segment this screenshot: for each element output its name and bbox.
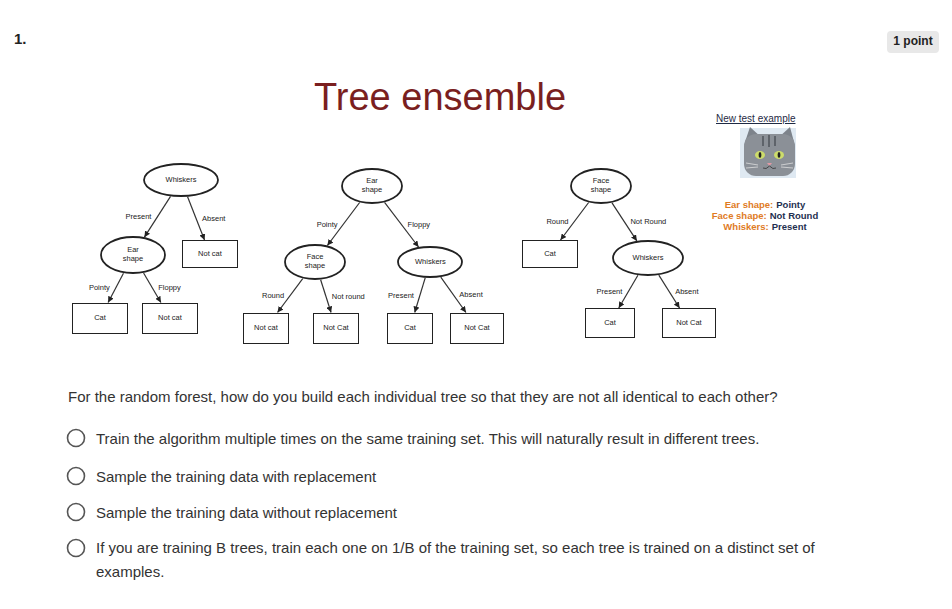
branch-label: Present xyxy=(387,291,415,300)
cat-head xyxy=(744,134,795,176)
leaf-box: Not Cat xyxy=(450,313,504,344)
branch-label: Absent xyxy=(458,290,483,299)
feature-line: Face shape:Not Round xyxy=(695,210,835,221)
leaf-box: Not cat xyxy=(142,303,198,334)
node-text: Face shape xyxy=(301,253,329,270)
branch-label: Pointy xyxy=(316,220,339,229)
branch-label: Round xyxy=(261,291,285,300)
branch-label: Present xyxy=(125,212,153,221)
leaf-box: Cat xyxy=(522,240,578,268)
node-text: Not cat xyxy=(254,324,278,333)
leaf-box: Cat xyxy=(585,308,635,338)
cat-eye xyxy=(774,151,784,159)
cat-whiskers xyxy=(746,163,793,168)
answer-option: Sample the training data without replace… xyxy=(96,501,818,525)
node-text: Cat xyxy=(544,250,556,259)
radio-button xyxy=(68,540,85,557)
feature-name: Whiskers: xyxy=(723,221,768,232)
branch-label: Present xyxy=(595,287,623,296)
example-heading: New test example xyxy=(716,113,795,124)
decision-ellipse: Face shape xyxy=(284,244,346,280)
feature-line: Whiskers: Present xyxy=(695,221,835,232)
node-text: Not cat xyxy=(158,314,182,323)
node-text: Whiskers xyxy=(415,258,445,267)
feature-value: Not Round xyxy=(770,210,819,221)
ellipse-shape xyxy=(571,169,631,203)
node-text: Not Cat xyxy=(323,324,348,333)
feature-line: Ear shape:Pointy xyxy=(695,199,835,210)
decision-ellipse: Whiskers xyxy=(612,240,684,276)
leaf-box: Not cat xyxy=(182,240,238,268)
cat-backdrop xyxy=(740,128,796,178)
ellipse-shape xyxy=(101,237,165,273)
feature-name: Ear shape: xyxy=(725,199,774,210)
node-text: Cat xyxy=(404,324,416,333)
ellipse-shape xyxy=(144,164,218,196)
leaf-box: Not Cat xyxy=(662,308,716,338)
branch-label: Absent xyxy=(201,214,226,223)
decision-ellipse: Whiskers xyxy=(143,163,219,197)
cat-eye xyxy=(755,151,765,159)
cat-picture xyxy=(740,127,796,178)
branch-label: Pointy xyxy=(88,283,111,292)
decision-ellipse: Face shape xyxy=(570,168,632,204)
radio-button xyxy=(68,430,85,447)
branch-arrow xyxy=(415,278,426,313)
branch-label: Floppy xyxy=(157,283,182,292)
feature-name: Face shape: xyxy=(712,210,767,221)
leaf-box: Not cat xyxy=(243,313,289,344)
radio-button xyxy=(68,504,85,521)
ellipse-shape xyxy=(342,169,402,203)
question-number: 1. xyxy=(14,30,27,47)
ellipse-shape xyxy=(285,245,345,279)
node-text: Whiskers xyxy=(166,176,197,185)
ellipse-shape xyxy=(613,241,683,275)
answer-option: If you are training B trees, train each … xyxy=(96,536,818,584)
node-text: Face shape xyxy=(587,177,615,194)
cat-nose xyxy=(767,163,772,166)
node-text: Ear shape xyxy=(358,177,386,194)
feature-value: Pointy xyxy=(776,199,805,210)
node-text: Not Cat xyxy=(464,324,489,333)
leaf-box: Not Cat xyxy=(313,313,359,344)
diagram-title: Tree ensemble xyxy=(314,76,566,119)
answer-option: Train the algorithm multiple times on th… xyxy=(96,427,818,451)
decision-ellipse: Whiskers xyxy=(397,246,463,278)
node-text: Not Cat xyxy=(676,319,701,328)
node-text: Whiskers xyxy=(633,254,664,263)
ellipse-shape xyxy=(398,247,462,277)
node-text: Not cat xyxy=(198,250,222,259)
node-text: Cat xyxy=(94,314,106,323)
branch-arrow xyxy=(321,280,331,313)
branch-label: Absent xyxy=(674,287,699,296)
points-badge: 1 point xyxy=(887,31,938,53)
leaf-box: Cat xyxy=(387,313,433,344)
decision-ellipse: Ear shape xyxy=(341,168,403,204)
branch-label: Not round xyxy=(331,292,366,301)
branch-label: Not Round xyxy=(629,217,667,226)
cat-pupil xyxy=(778,152,781,158)
node-text: Ear shape xyxy=(118,246,148,263)
cat-pupil xyxy=(759,152,762,158)
branch-label: Round xyxy=(545,217,569,226)
feature-value: Present xyxy=(772,221,807,232)
decision-ellipse: Ear shape xyxy=(100,236,166,274)
question-text: For the random forest, how do you build … xyxy=(68,388,778,405)
leaf-box: Cat xyxy=(72,303,128,334)
cat-stripes xyxy=(763,135,775,147)
radio-button xyxy=(68,468,85,485)
node-text: Cat xyxy=(604,319,616,328)
cat-mouth xyxy=(763,166,776,169)
node-text: 1 point xyxy=(893,35,932,49)
answer-option: Sample the training data with replacemen… xyxy=(96,465,818,489)
branch-label: Floppy xyxy=(407,220,432,229)
radio-buttons xyxy=(68,430,85,557)
